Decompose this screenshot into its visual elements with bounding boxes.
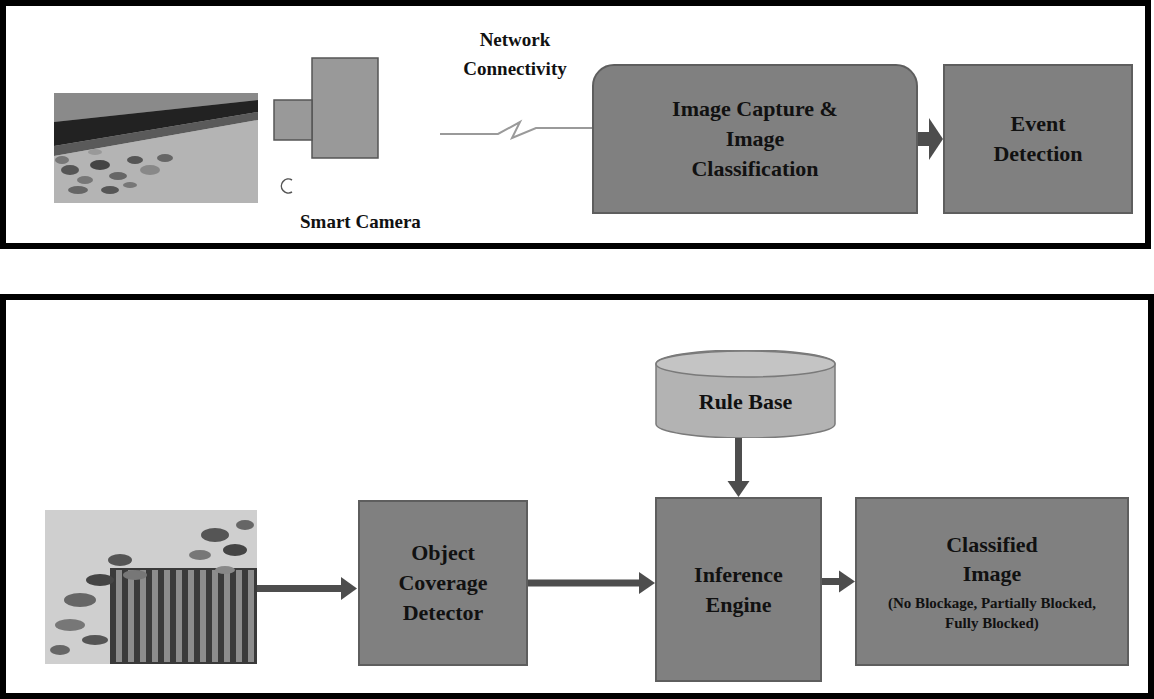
arrow-shaft <box>528 580 640 587</box>
device-label: Smart Camera <box>300 208 500 237</box>
wireless-link <box>440 122 596 138</box>
arrow-head <box>728 481 750 497</box>
top-panel <box>3 3 1148 246</box>
box-title: Classified Image <box>917 530 1067 589</box>
output-box: Classified Image(No Blockage, Partially … <box>855 497 1129 666</box>
cylinder-top <box>656 351 835 377</box>
box-title: Inference Engine <box>679 560 799 619</box>
arrow-head <box>929 118 943 160</box>
link-label: Network Connectivity <box>440 26 590 83</box>
box-subtitle: (No Blockage, Partially Blocked, Fully B… <box>885 593 1100 634</box>
process-box: Object Coverage Detector <box>358 500 528 666</box>
box-title: Event Detection <box>976 109 1101 168</box>
arrow-head <box>839 571 855 593</box>
flow-arrow <box>822 571 855 593</box>
arrow-shaft <box>918 132 930 146</box>
process-box: Image Capture & Image Classification <box>592 64 918 214</box>
process-box: Event Detection <box>943 64 1133 214</box>
process-box: Inference Engine <box>655 497 822 682</box>
cylinder-body <box>656 350 835 438</box>
box-title: Object Coverage Detector <box>386 538 501 627</box>
bottom-panel <box>3 297 1151 696</box>
camera-icon <box>274 58 378 193</box>
arrow-shaft <box>735 438 742 482</box>
flow-arrow <box>728 438 750 497</box>
box-title: Rule Base <box>699 387 793 417</box>
arrow-shaft <box>822 578 840 585</box>
arrow-head <box>639 572 655 594</box>
flow-arrow <box>528 572 655 594</box>
grate-photo <box>45 510 257 664</box>
database-cylinder: Rule Base <box>655 350 836 438</box>
gutter-photo <box>54 93 258 203</box>
flow-arrow <box>918 118 943 160</box>
box-title: Image Capture & Image Classification <box>660 94 850 183</box>
input-arrow <box>257 577 357 600</box>
